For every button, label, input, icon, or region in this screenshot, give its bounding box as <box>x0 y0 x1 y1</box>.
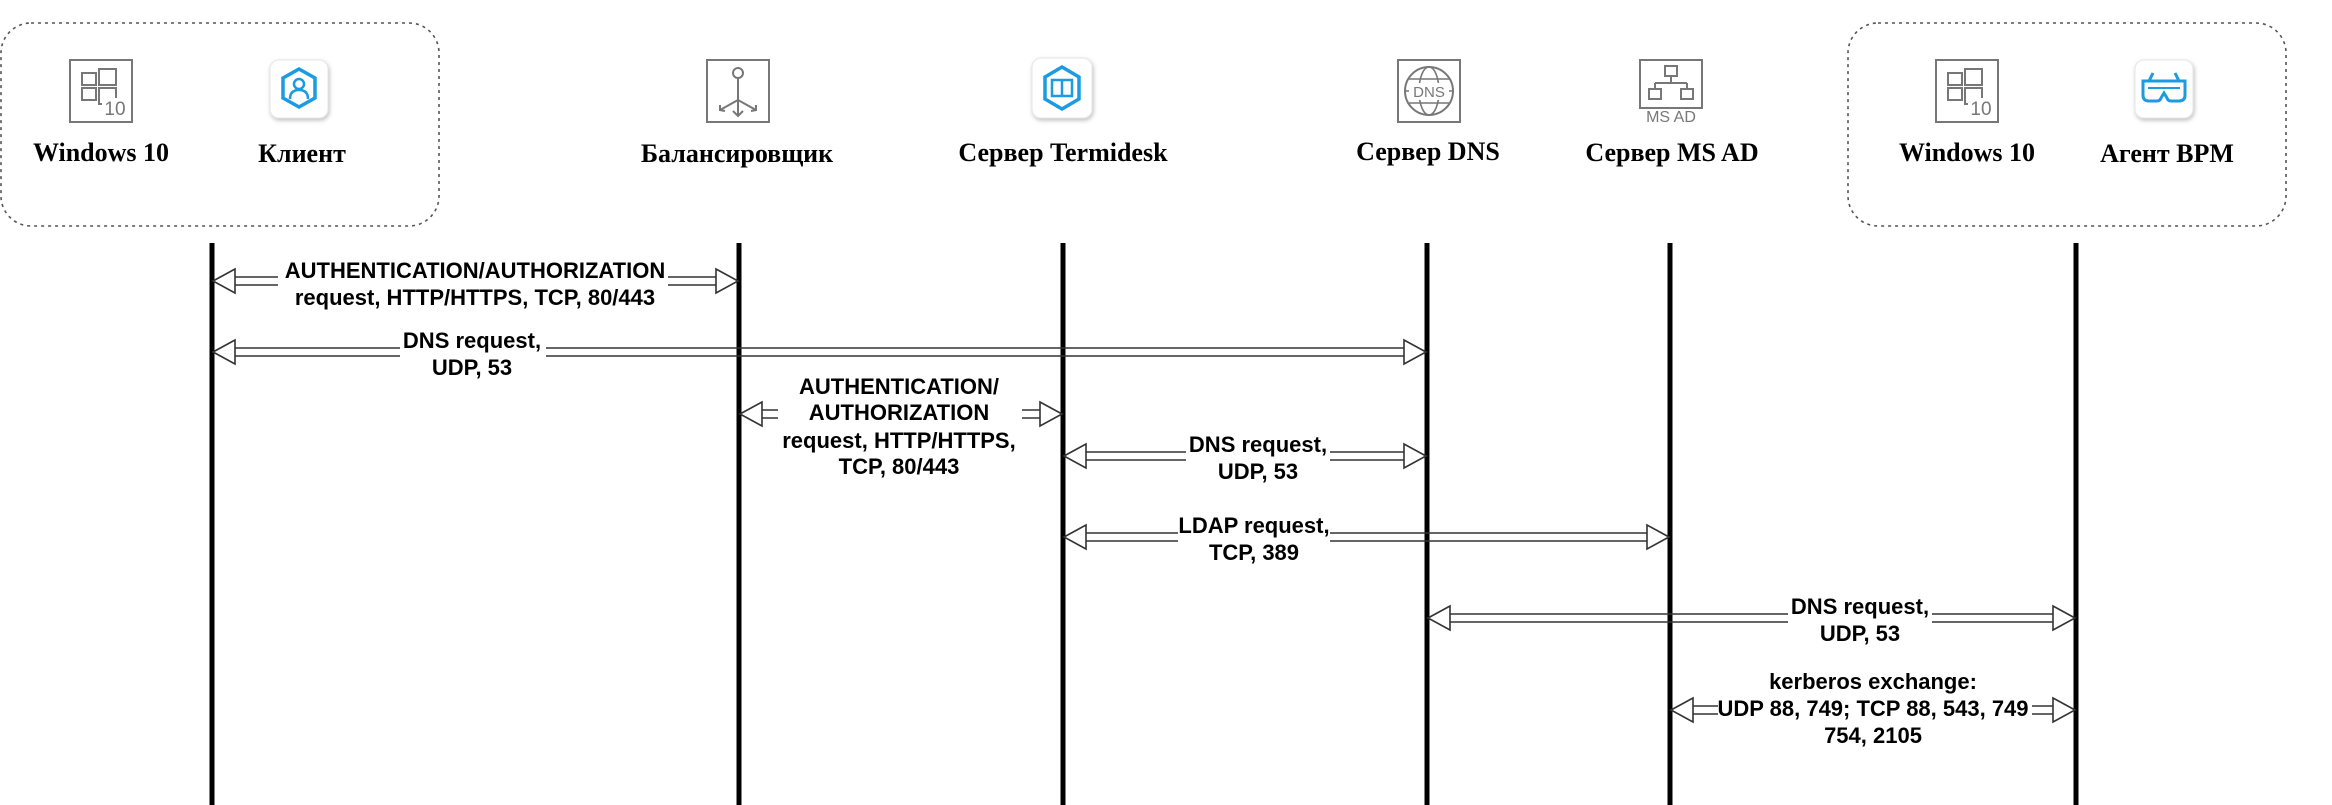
message-label-client-dns: DNS request, UDP, 53 <box>400 328 546 380</box>
message-label-line: request, HTTP/HTTPS, TCP, 80/443 <box>295 285 655 310</box>
balancer-icon <box>706 59 770 123</box>
actor-label: Агент BPM <box>2100 139 2234 168</box>
actor-balancer: Балансировщик <box>641 59 833 168</box>
windows-10-icon: 10 <box>1935 59 1999 123</box>
termidesk-server-icon <box>1031 57 1093 119</box>
arrow-head-right <box>1403 338 1428 366</box>
arrow-head-right <box>1039 400 1064 428</box>
message-label-termidesk-msad-ldap: LDAP request, TCP, 389 <box>1178 512 1330 565</box>
message-label-line: 754, 2105 <box>1824 723 1922 748</box>
arrow-head-left <box>1669 696 1694 724</box>
arrow-head-right <box>1646 523 1671 551</box>
message-label-line: UDP, 53 <box>432 355 512 380</box>
arrow-head-right <box>2052 696 2077 724</box>
actor-label: Windows 10 <box>1899 138 2035 167</box>
message-label-line: UDP, 53 <box>1218 459 1298 484</box>
arrow-head-left <box>1062 523 1087 551</box>
dns-globe-icon: DNS <box>1397 59 1461 123</box>
ms-ad-icon-text: MS AD <box>1646 109 1696 126</box>
message-label-client-balancer-auth: AUTHENTICATION/AUTHORIZATION request, HT… <box>278 256 668 312</box>
ms-ad-network-icon: MS AD <box>1639 59 1703 126</box>
message-arrow-client-dns <box>211 338 1428 366</box>
windows-version-badge: 10 <box>1970 99 1991 120</box>
dns-icon-text: DNS <box>1413 84 1445 101</box>
actor-label: Сервер DNS <box>1356 137 1500 166</box>
arrow-head-left <box>211 267 236 295</box>
actor-label: Сервер Termidesk <box>958 138 1168 167</box>
message-arrow-dns-agent <box>1426 604 2077 632</box>
arrow-head-left <box>1426 604 1451 632</box>
vr-glasses-icon <box>2134 59 2194 119</box>
message-label-line: AUTHENTICATION/AUTHORIZATION <box>285 258 665 283</box>
actor-windows-10-agent: 10 Windows 10 <box>1899 59 2035 167</box>
arrow-head-left <box>738 400 763 428</box>
message-label-line: request, HTTP/HTTPS, <box>782 428 1015 453</box>
actor-label: Windows 10 <box>33 138 169 167</box>
message-label-line: UDP 88, 749; TCP 88, 543, 749 <box>1717 696 2028 721</box>
message-label-line: AUTHORIZATION <box>809 400 989 425</box>
arrow-head-left <box>1062 442 1087 470</box>
windows-10-icon: 10 <box>69 59 133 123</box>
message-label-line: DNS request, <box>1791 594 1929 619</box>
client-group-box <box>0 22 440 227</box>
actor-windows-10-client: 10 Windows 10 <box>33 59 169 167</box>
user-shield-icon <box>269 59 329 119</box>
message-label-line: TCP, 389 <box>1209 540 1299 565</box>
actor-label: Сервер MS AD <box>1585 138 1758 167</box>
windows-version-badge: 10 <box>104 99 125 120</box>
actor-dns: DNS Сервер DNS <box>1356 59 1500 166</box>
message-label-line: LDAP request, <box>1178 513 1329 538</box>
message-label-line: kerberos exchange: <box>1769 669 1977 694</box>
arrow-head-right <box>1403 442 1428 470</box>
message-label-line: DNS request, <box>403 328 541 353</box>
message-label-dns-agent: DNS request, UDP, 53 <box>1788 593 1932 646</box>
message-label-line: UDP, 53 <box>1820 621 1900 646</box>
message-label-termidesk-dns: DNS request, UDP, 53 <box>1186 431 1330 484</box>
actor-client: Клиент <box>258 59 346 168</box>
message-label-msad-agent-kerberos: kerberos exchange: UDP 88, 749; TCP 88, … <box>1717 667 2032 751</box>
arrow-head-right <box>715 267 740 295</box>
arrow-head-left <box>211 338 236 366</box>
message-label-balancer-termidesk-auth: AUTHENTICATION/ AUTHORIZATION request, H… <box>778 373 1022 481</box>
arrow-head-right <box>2052 604 2077 632</box>
actor-label: Балансировщик <box>641 139 833 168</box>
message-label-line: TCP, 80/443 <box>839 454 960 479</box>
actor-termidesk: Сервер Termidesk <box>958 57 1168 167</box>
actor-label: Клиент <box>258 139 346 168</box>
agent-group-box <box>1847 22 2287 227</box>
message-label-line: DNS request, <box>1189 432 1327 457</box>
message-label-line: AUTHENTICATION/ <box>799 374 999 399</box>
actor-agent: Агент BPM <box>2100 59 2234 168</box>
actor-msad: MS AD Сервер MS AD <box>1585 59 1759 167</box>
message-arrow-termidesk-msad-ldap <box>1062 523 1671 551</box>
